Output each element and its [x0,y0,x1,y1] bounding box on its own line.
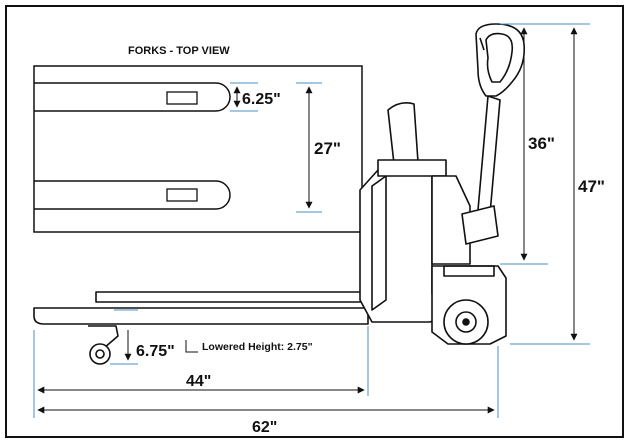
upper-fork-slot [166,91,198,105]
fork-length-label: 44" [186,373,211,390]
inset-frame [33,65,363,233]
lowered-height-label: Lowered Height: 2.75" [202,341,313,353]
drive-wheel [443,299,489,345]
overall-length-label: 62" [252,419,277,436]
seat-top [377,159,447,177]
handle-height-label: 36" [528,134,555,153]
lower-fork [34,180,231,210]
overall-height-label: 47" [578,177,605,196]
load-wheel [88,325,119,365]
lowered-height-bracket [185,340,198,353]
fork-lower [33,307,369,325]
drive-housing-lid [443,265,495,277]
raised-height-label: 6.75" [136,343,175,360]
forks-top-view-inset [33,65,363,233]
chassis-side-panel [371,175,387,311]
dimension-lines [33,23,590,418]
fork-spread-label: 27" [314,139,341,158]
upper-fork [34,82,231,112]
fork-upper [95,291,363,303]
fork-width-label: 6.25" [242,91,281,108]
handle-grip [475,23,526,97]
backrest [387,102,419,165]
handle-pivot [461,205,499,245]
inset-title: FORKS - TOP VIEW [128,45,230,57]
lower-fork-slot [166,188,198,202]
pallet-jack-side-view [33,23,526,365]
